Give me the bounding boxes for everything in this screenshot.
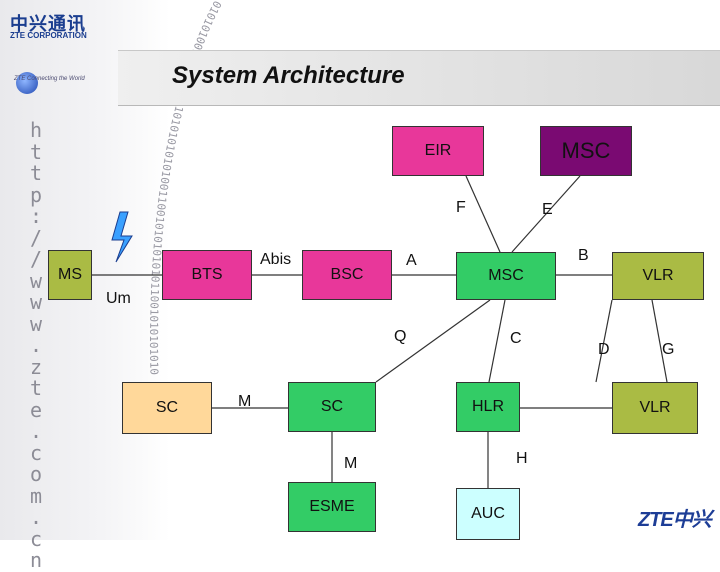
line-msc-msctop [511, 175, 581, 253]
interface-a: A [406, 252, 417, 269]
connection-lines [92, 175, 668, 488]
globe-icon [16, 72, 38, 94]
hlr-node: HLR [456, 382, 520, 432]
eir-node: EIR [392, 126, 484, 176]
sc-left-node: SC [122, 382, 212, 434]
esme-node: ESME [288, 482, 376, 532]
zte-bottom-logo: ZTE中兴 [638, 509, 712, 531]
interface-g: G [662, 341, 675, 358]
vlr-bottom-node: VLR [612, 382, 698, 434]
page-title: System Architecture [172, 62, 405, 89]
interface-h: H [516, 450, 528, 467]
line-msc-hlr [488, 299, 506, 383]
interface-c: C [510, 330, 522, 347]
radio-link-icon [111, 211, 133, 263]
line-vlr-hlr [595, 299, 613, 383]
interface-abis: Abis [260, 251, 292, 268]
interface-e: E [542, 201, 553, 218]
line-msc-eir [465, 175, 501, 253]
interface-d: D [598, 341, 610, 358]
interface-f: F [456, 199, 466, 216]
msc-center-node: MSC [456, 252, 556, 300]
sc-center-node: SC [288, 382, 376, 432]
interface-q: Q [394, 328, 407, 345]
bts-node: BTS [162, 250, 252, 300]
interface-m-bottom: M [344, 455, 358, 472]
ms-node: MS [48, 250, 92, 300]
bsc-node: BSC [302, 250, 392, 300]
line-msc-sc [375, 299, 491, 383]
msc-top-node: MSC [540, 126, 632, 176]
zte-logo-english: ZTE CORPORATION [10, 31, 87, 40]
title-banner [118, 50, 720, 106]
interface-b: B [578, 247, 589, 264]
zte-logo-chinese: 中兴通讯 [10, 14, 86, 34]
line-vlr-vlr [651, 299, 668, 383]
auc-node: AUC [456, 488, 520, 540]
interface-um: Um [106, 290, 131, 307]
logo-tagline: ZTE Connecting the World [14, 76, 85, 82]
interface-m-left: M [238, 393, 252, 410]
vlr-top-node: VLR [612, 252, 704, 300]
